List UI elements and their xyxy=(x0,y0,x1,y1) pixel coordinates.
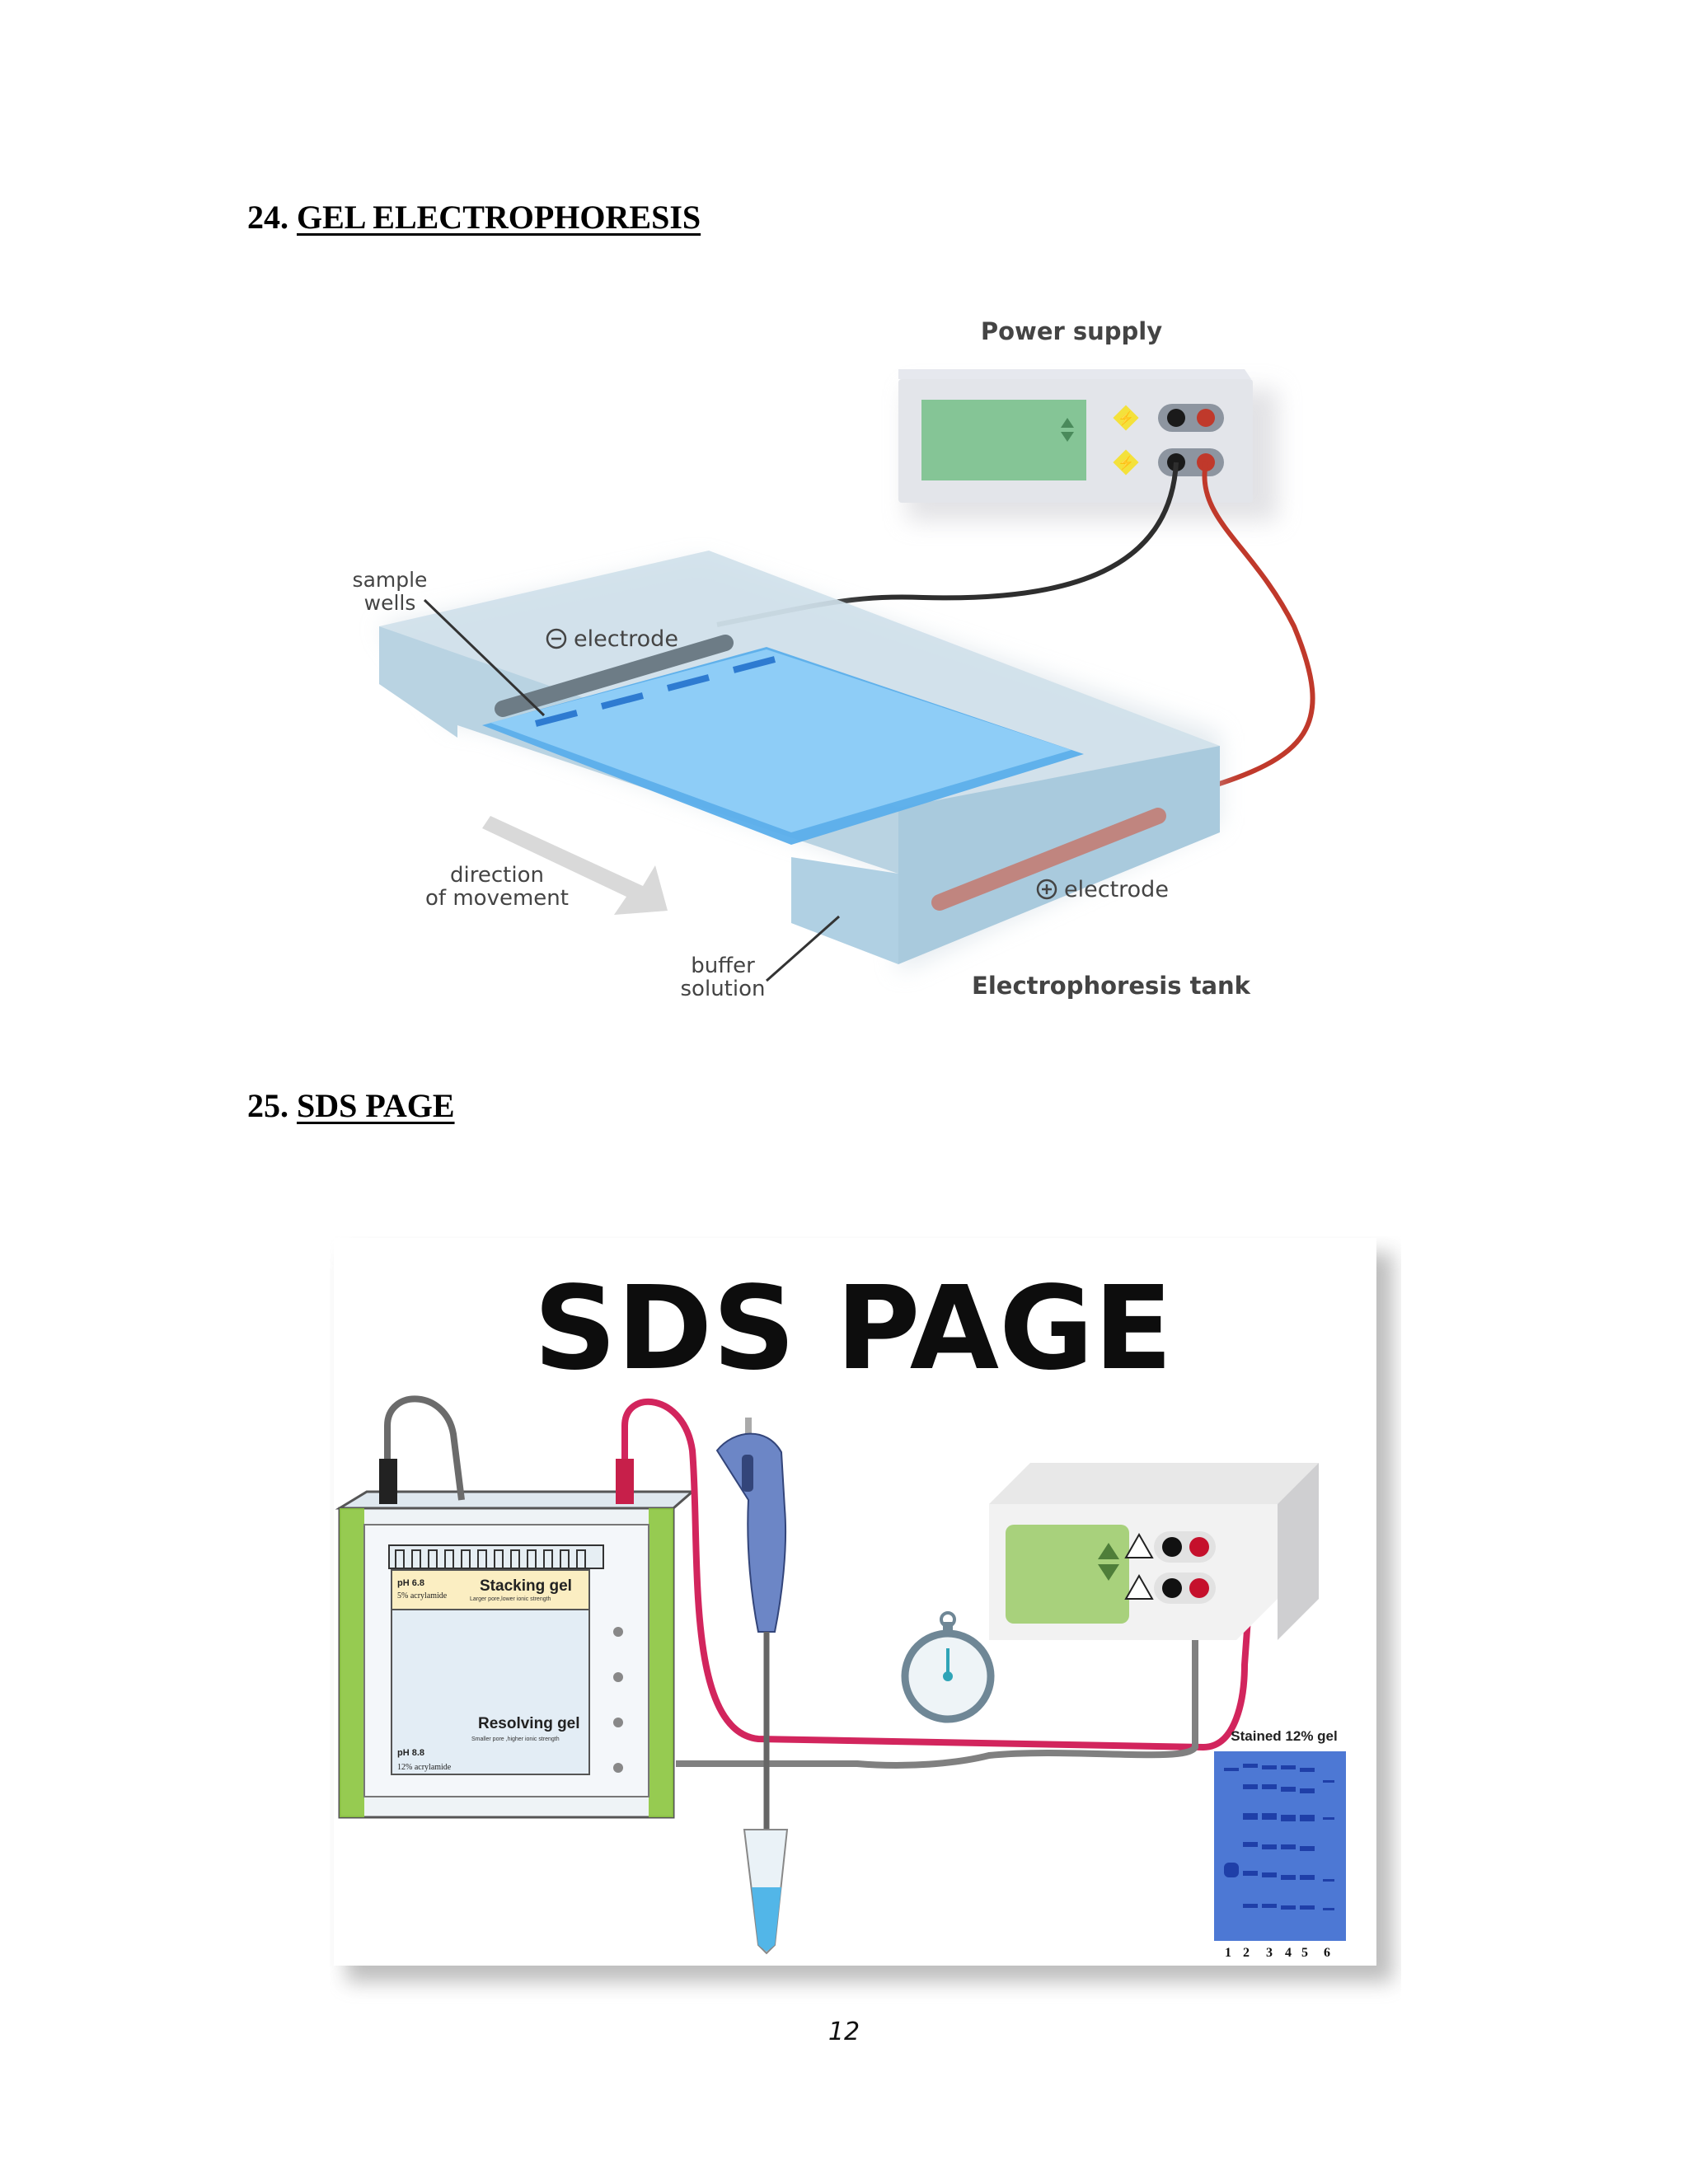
resolving-acrylamide: 12% acrylamide xyxy=(397,1763,452,1772)
section-heading-25: 25. SDS PAGE xyxy=(247,1086,455,1125)
stacking-gel-note: Larger pore,lower ionic strength xyxy=(470,1596,551,1602)
buffer-label-1: buffer xyxy=(691,954,755,978)
sample-wells-label-1: sample xyxy=(353,568,428,592)
stopwatch-icon xyxy=(901,1611,995,1723)
lane-number: 4 xyxy=(1285,1946,1292,1960)
gel-tank xyxy=(335,1490,696,1819)
sds-page-illustration: SDS PAGE pH 6.8 5% acrylamide Stacking g… xyxy=(334,1238,1393,1982)
lane-number: 5 xyxy=(1301,1946,1308,1960)
stacking-gel-label: Stacking gel xyxy=(480,1577,572,1595)
svg-text:⚡: ⚡ xyxy=(1118,455,1134,471)
resolving-gel-note: Smaller pore ,higher ionic strength xyxy=(471,1736,560,1742)
resolving-ph: pH 8.8 xyxy=(397,1748,424,1758)
sample-wells xyxy=(534,656,776,727)
red-lead xyxy=(621,1398,1252,1751)
lane-number: 1 xyxy=(1225,1946,1231,1960)
stacking-acrylamide: 5% acrylamide xyxy=(397,1591,448,1601)
lane-numbers: 1 2 3 4 5 6 xyxy=(1225,1946,1330,1960)
grey-lead xyxy=(676,1607,1198,1769)
power-supply-display xyxy=(921,400,1086,480)
positive-electrode-label: electrode xyxy=(1064,877,1169,902)
negative-electrode-bar xyxy=(495,635,734,717)
black-lead xyxy=(384,1395,465,1502)
stacking-ph: pH 6.8 xyxy=(397,1578,424,1588)
power-supply: ⚡ ⚡ xyxy=(898,369,1278,521)
stained-gel-image xyxy=(1214,1751,1346,1941)
gel-electrophoresis-diagram: ⚡ ⚡ Power supply xyxy=(330,297,1360,1055)
section-title: SDS PAGE xyxy=(297,1087,455,1124)
positive-electrode-bar xyxy=(931,808,1166,911)
stained-gel-label: Stained 12% gel xyxy=(1231,1728,1337,1744)
svg-text:⚡: ⚡ xyxy=(1118,410,1134,426)
section-number: 25. xyxy=(247,1087,288,1124)
sample-wells-label-2: wells xyxy=(364,591,416,615)
power-supply-label: Power supply xyxy=(981,317,1162,345)
red-wire xyxy=(1194,462,1315,794)
electrophoresis-tank-label: Electrophoresis tank xyxy=(972,972,1251,1000)
lane-number: 2 xyxy=(1243,1946,1250,1960)
sds-page-figure: SDS PAGE pH 6.8 5% acrylamide Stacking g… xyxy=(330,1236,1401,2019)
buffer-label-2: solution xyxy=(681,977,766,1001)
microtube-icon xyxy=(743,1829,789,1955)
gel-electrophoresis-illustration: ⚡ ⚡ Power supply xyxy=(353,317,1315,1001)
section-number: 24. xyxy=(247,199,288,236)
section-title: GEL ELECTROPHORESIS xyxy=(297,199,701,236)
direction-arrow-icon xyxy=(482,816,668,915)
resolving-gel-label: Resolving gel xyxy=(478,1715,580,1732)
section-heading-24: 24. GEL ELECTROPHORESIS xyxy=(247,198,701,237)
plus-sign-icon xyxy=(1036,879,1057,900)
power-supply-display xyxy=(1006,1525,1129,1624)
sds-page-title: SDS PAGE xyxy=(533,1262,1172,1396)
power-supply xyxy=(989,1463,1319,1640)
lane-number: 6 xyxy=(1324,1946,1330,1960)
minus-sign-icon xyxy=(546,628,567,649)
electrophoresis-tank xyxy=(379,551,1220,972)
lane-number: 3 xyxy=(1266,1946,1273,1960)
page-number: 12 xyxy=(828,2018,860,2046)
direction-label-1: direction xyxy=(450,863,544,888)
negative-electrode-label: electrode xyxy=(574,626,678,652)
direction-label-2: of movement xyxy=(425,886,569,911)
